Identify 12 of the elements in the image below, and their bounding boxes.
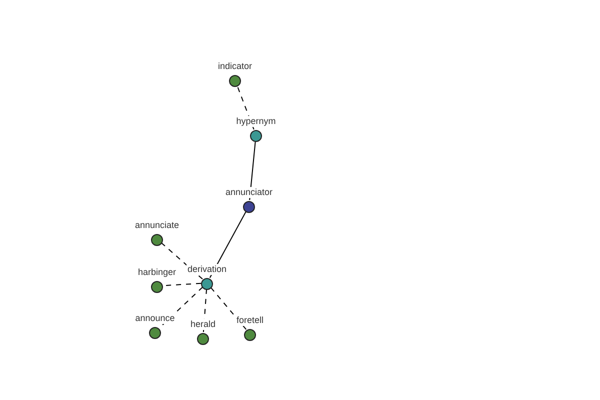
node-label: indicator [216, 61, 254, 72]
node-label: hypernym [235, 116, 277, 127]
node-label: herald [189, 319, 217, 330]
node-label: harbinger [136, 267, 178, 278]
node-label: annunciate [134, 220, 180, 231]
node-label: announce [134, 313, 176, 324]
node-label: derivation [186, 264, 228, 275]
connector-line [210, 287, 247, 330]
node-label: annunciator [224, 187, 274, 198]
connector-line [236, 85, 254, 130]
connector-line [161, 242, 203, 280]
node-label: foretell [236, 315, 264, 326]
